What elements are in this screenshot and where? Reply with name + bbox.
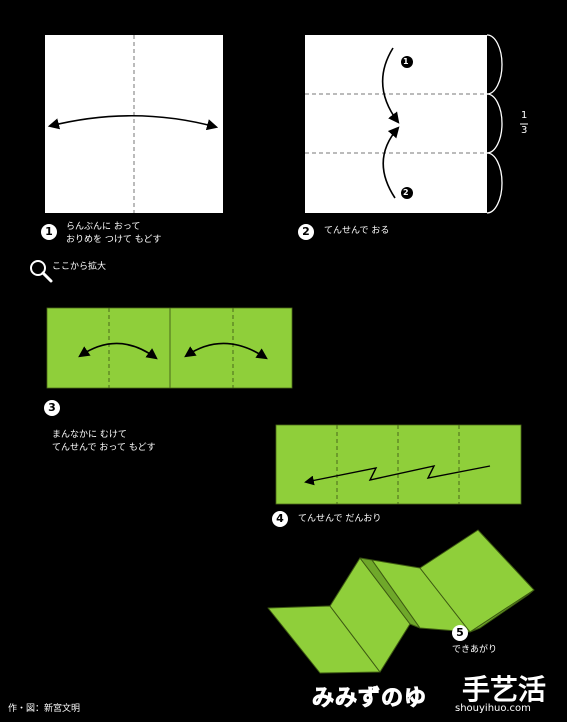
watermark-brand: 手艺活: [462, 673, 547, 706]
step2-instruction: てんせんで おる: [324, 226, 390, 236]
finished-model: [267, 529, 535, 674]
fold-arrow: [78, 342, 158, 360]
third-bracket: [486, 152, 503, 214]
third-bracket: [486, 34, 503, 95]
step3-instruction-line1: まんなかに むけて: [52, 430, 127, 440]
fold-arrow: [184, 342, 268, 360]
step1-instruction-line1: らんぶんに おって: [66, 222, 141, 232]
step2-paper: [305, 34, 528, 214]
step3-instruction-line2: てんせんで おって もどす: [52, 443, 156, 453]
step-number-3: 3: [44, 400, 60, 416]
step-number-5: 5: [452, 625, 468, 641]
fraction-numerator: 1: [521, 110, 528, 121]
marker-2-label: 2: [403, 188, 409, 197]
marker-1-label: 1: [403, 57, 409, 66]
step-number-1: 1: [41, 224, 57, 240]
zoom-note: ここから拡大: [52, 262, 107, 272]
step1-instruction-line2: おりめを つけて もどす: [66, 235, 162, 245]
step5-caption: できあがり: [452, 645, 498, 655]
step-number-4: 4: [272, 511, 288, 527]
marker-1: [401, 56, 413, 68]
step3-paper: [46, 307, 293, 389]
third-bracket: [486, 93, 503, 154]
step1-paper: [45, 35, 223, 213]
step-number-2: 2: [298, 224, 314, 240]
step4-instruction: てんせんで だんおり: [298, 514, 382, 524]
magnifier-icon: [30, 260, 53, 283]
diagram-title: みみずのゆ: [311, 686, 428, 712]
fold-arrow: [47, 114, 219, 131]
pleat-fold-arrow: [304, 465, 491, 486]
fold-up-arrow: [382, 126, 400, 199]
watermark-url: shouyihuo.com: [455, 703, 531, 714]
author-credit: 作・図：新宮文明: [8, 704, 81, 714]
fold-down-arrow: [381, 47, 400, 124]
step4-paper: [275, 424, 522, 505]
marker-2: [401, 187, 413, 199]
fraction-denominator: 3: [521, 125, 528, 136]
